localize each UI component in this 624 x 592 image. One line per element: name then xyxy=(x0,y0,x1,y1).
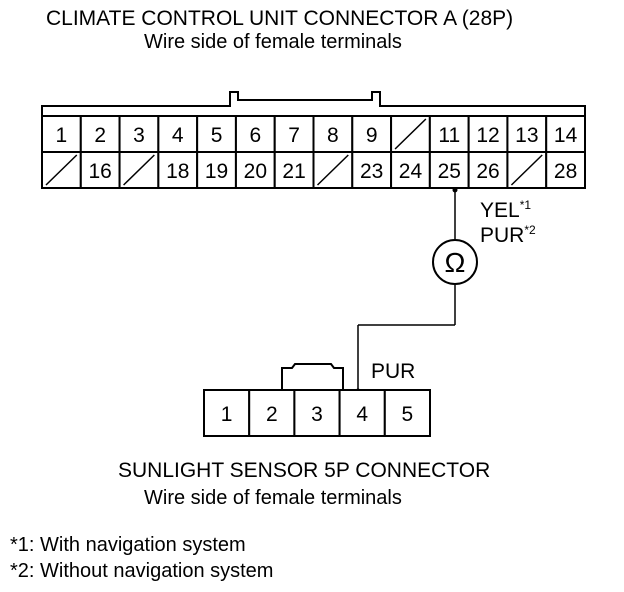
probe-point-a25 xyxy=(452,187,458,193)
connector-a-row2-cell xyxy=(545,151,587,189)
wire-color-2: PUR*2 xyxy=(480,223,536,247)
sensor-wire-color: PUR xyxy=(371,360,415,383)
connector-a-row2-unused-slash xyxy=(510,154,543,186)
connector-s-pins: 1 2 3 4 5 xyxy=(203,389,431,437)
connector-a-row2-pin-16: 16 xyxy=(88,160,111,183)
connector-a-row1-pin-3: 3 xyxy=(133,124,145,147)
test-wire xyxy=(357,188,456,390)
connector-a-row1-pin-11: 11 xyxy=(438,124,460,147)
footnote-2: *2: Without navigation system xyxy=(10,560,274,582)
connector-s-pin-3: 3 xyxy=(311,403,323,426)
connector-a-row1-cell xyxy=(234,115,276,153)
connector-a-row2-pin-18: 18 xyxy=(166,160,189,183)
connector-a-row2-unused-slash xyxy=(45,154,78,186)
connector-a-row2-cell xyxy=(157,151,199,189)
connector-a-row1-pin-12: 12 xyxy=(476,124,499,147)
connector-a-row1-pin-6: 6 xyxy=(249,124,261,147)
connector-a-row2-pin-24: 24 xyxy=(399,160,423,183)
connector-a-row1-cell xyxy=(273,115,315,153)
connector-a-row1-pin-13: 13 xyxy=(515,124,538,147)
connector-a-row1-pin-5: 5 xyxy=(211,124,223,147)
connector-a-row1-pin-2: 2 xyxy=(94,124,106,147)
connector-a-row2-cell xyxy=(79,151,121,189)
connector-a-row1-unused-slash xyxy=(394,118,427,150)
connector-a-row2-pin-25: 25 xyxy=(438,160,461,183)
footnote-1: *1: With navigation system xyxy=(10,534,246,556)
connector-a-row2-unused-slash xyxy=(123,154,155,186)
connector-a-row1-pin-14: 14 xyxy=(554,124,578,147)
connector-a-row2-cell xyxy=(273,151,315,189)
connector-a-row2-pin-23: 23 xyxy=(360,160,383,183)
connector-s-pin-4: 4 xyxy=(356,403,368,426)
connector-s-title: SUNLIGHT SENSOR 5P CONNECTOR xyxy=(118,459,491,482)
connector-s-cell xyxy=(248,389,296,437)
connector-a-row1-pin-9: 9 xyxy=(366,124,378,147)
connector-a-row1-cell xyxy=(351,115,393,153)
connector-a-row2-unused-slash xyxy=(316,154,349,186)
connector-s-pin-5: 5 xyxy=(402,403,414,426)
connector-a-row1-pin-7: 7 xyxy=(288,124,300,147)
connector-s-cell xyxy=(203,389,251,437)
connector-a-row1-pin-1: 1 xyxy=(56,124,68,147)
connector-a-row1-pin-4: 4 xyxy=(172,124,184,147)
connector-s-pin-2: 2 xyxy=(266,403,278,426)
ohm-symbol: Ω xyxy=(445,247,466,278)
connector-a-subtitle: Wire side of female terminals xyxy=(144,31,402,53)
connector-a-row2-pin-19: 19 xyxy=(205,160,228,183)
connector-s-pin-1: 1 xyxy=(221,403,233,426)
connector-a-row2-cell xyxy=(390,151,431,189)
connector-a-row1-cell xyxy=(467,115,509,153)
connector-a-row2-pin-28: 28 xyxy=(554,160,577,183)
connector-s-cell xyxy=(338,389,386,437)
connector-a-row1-cell xyxy=(79,115,121,153)
connector-a-row1-pin-8: 8 xyxy=(327,124,339,147)
connector-a-row2-pin-20: 20 xyxy=(244,160,267,183)
wire-color-1: YEL*1 xyxy=(480,198,531,222)
ohmmeter-icon: Ω xyxy=(432,239,478,285)
connector-a-row2-cell xyxy=(196,151,237,189)
connector-a-title: CLIMATE CONTROL UNIT CONNECTOR A (28P) xyxy=(46,7,514,30)
connector-a-row2: 16 18 19 20 21 23 24 25 26 28 xyxy=(41,151,587,189)
connector-a-row2-pin-26: 26 xyxy=(476,160,499,183)
connector-s-cell xyxy=(293,389,341,437)
connector-a-row2-pin-21: 21 xyxy=(282,160,305,183)
connector-s-cell xyxy=(383,389,431,437)
connector-s-subtitle: Wire side of female terminals xyxy=(144,487,402,509)
